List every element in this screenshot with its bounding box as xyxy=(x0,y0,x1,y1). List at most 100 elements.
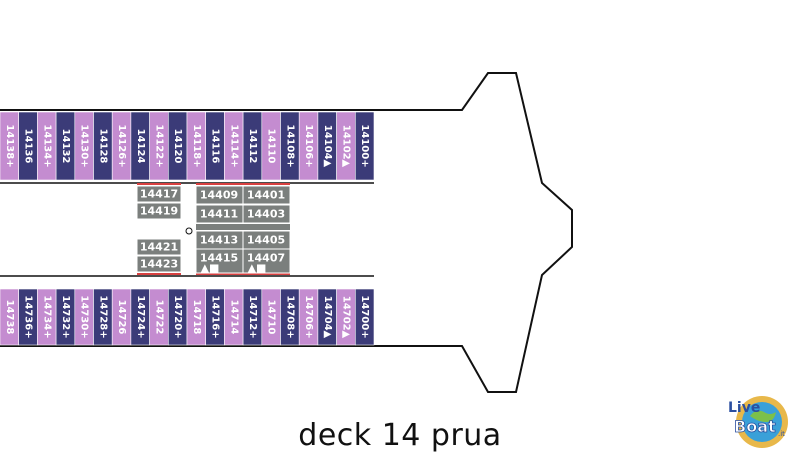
cabin-label: 14724+ xyxy=(135,295,146,338)
cabin-label: 14110 xyxy=(266,129,277,164)
cabin-label: 14411 xyxy=(200,208,238,221)
cabin-fill xyxy=(136,238,182,256)
cabin-14712[interactable]: 14712+ xyxy=(242,288,263,346)
cabin-label: 14403 xyxy=(247,208,285,221)
cabin-label: 14734+ xyxy=(41,295,52,338)
cabin-label: 14116 xyxy=(210,129,221,164)
cabin-label: 14712+ xyxy=(247,295,258,338)
column-fill xyxy=(196,224,243,230)
cabin-14710[interactable]: 14710 xyxy=(261,288,281,346)
cabin-label: 14419 xyxy=(140,205,178,218)
cabin-14718[interactable]: 14718 xyxy=(186,288,207,346)
cabin-14738[interactable]: 14738 xyxy=(0,288,20,346)
svg-text:Live: Live xyxy=(728,400,760,416)
cabin-14104[interactable]: 14104▲ xyxy=(317,111,337,181)
cabin-14413[interactable]: 14413 xyxy=(195,230,244,250)
corridor-gap xyxy=(137,220,181,238)
cabin-14124[interactable]: 14124 xyxy=(130,111,150,181)
cabin-14118[interactable]: 14118+ xyxy=(186,111,207,181)
cabin-14736[interactable]: 14736+ xyxy=(18,288,38,346)
cabin-14734[interactable]: 14734+ xyxy=(37,288,57,346)
cabin-14405[interactable]: 14405 xyxy=(242,230,291,250)
deck-caption: deck 14 prua xyxy=(298,418,502,453)
cabin-label: 14722 xyxy=(153,300,164,335)
cabin-label: 14126+ xyxy=(116,124,127,167)
cabin-14112[interactable]: 14112 xyxy=(242,111,263,181)
cabin-14714[interactable]: 14714 xyxy=(224,288,244,346)
cabin-14417[interactable]: 14417 xyxy=(136,185,182,203)
cabin-14706[interactable]: 14706+ xyxy=(298,288,319,346)
cabin-14128[interactable]: 14128 xyxy=(93,111,113,181)
cabin-14415[interactable]: 14415▲■ xyxy=(195,248,244,275)
liveboat-logo[interactable]: Live Boat .it xyxy=(722,382,794,454)
cabin-label: 14122+ xyxy=(153,124,164,167)
cabin-14108[interactable]: 14108+ xyxy=(280,111,300,181)
inner-cabin-block: 14417 14419 14421 14423 14409 14411 1441314415… xyxy=(136,183,291,275)
cabin-label: 14423 xyxy=(140,258,178,271)
cabin-14403[interactable]: 14403 xyxy=(242,204,291,224)
cabin-label: 14417 xyxy=(140,188,178,201)
cabin-label: 14102▲ xyxy=(340,125,351,168)
cabin-fill xyxy=(242,185,291,205)
cabin-fill xyxy=(354,111,375,181)
cabin-14423[interactable]: 14423 xyxy=(136,255,182,273)
cabin-14722[interactable]: 14722 xyxy=(149,288,169,346)
cabin-label: 14421 xyxy=(140,241,178,254)
cabin-label: 14720+ xyxy=(172,295,183,338)
hull-outline xyxy=(0,72,573,393)
accessible-icon: ▲■ xyxy=(201,262,220,275)
cabin-14132[interactable]: 14132 xyxy=(55,111,76,181)
svg-text:.it: .it xyxy=(778,430,785,438)
cabin-14409[interactable]: 14409 xyxy=(195,185,244,205)
cabin-14110[interactable]: 14110 xyxy=(261,111,281,181)
svg-text:Boat: Boat xyxy=(734,417,776,436)
cabin-label: 14407 xyxy=(247,252,285,265)
cabin-14702[interactable]: 14702▲ xyxy=(336,288,356,346)
cabin-14724[interactable]: 14724+ xyxy=(130,288,150,346)
cabin-14732[interactable]: 14732+ xyxy=(55,288,76,346)
cabin-14720[interactable]: 14720+ xyxy=(168,288,188,346)
cabin-label: 14138+ xyxy=(4,124,15,167)
cabin-label: 14726 xyxy=(116,300,127,335)
cabin-14136[interactable]: 14136 xyxy=(18,111,38,181)
cabin-14726[interactable]: 14726 xyxy=(111,288,132,346)
cabin-14716[interactable]: 14716+ xyxy=(205,288,225,346)
cabin-14126[interactable]: 14126+ xyxy=(111,111,132,181)
cabin-14401[interactable]: 14401 xyxy=(242,185,291,205)
cabin-label: 14120 xyxy=(172,129,183,164)
cabin-14421[interactable]: 14421 xyxy=(136,238,182,256)
cabin-14130[interactable]: 14130+ xyxy=(74,111,94,181)
cabin-14114[interactable]: 14114+ xyxy=(224,111,244,181)
cabin-label: 14112 xyxy=(247,129,258,164)
stairwell-marker xyxy=(185,227,193,235)
cabin-fill xyxy=(242,204,291,224)
cabin-14730[interactable]: 14730+ xyxy=(74,288,94,346)
cabin-14102[interactable]: 14102▲ xyxy=(336,111,356,181)
cabin-14407[interactable]: 14407▲■ xyxy=(242,248,291,275)
cabin-14708[interactable]: 14708+ xyxy=(280,288,300,346)
cabin-14704[interactable]: 14704▲ xyxy=(317,288,337,346)
cabin-14106[interactable]: 14106+ xyxy=(298,111,319,181)
cabin-label: 14700+ xyxy=(359,295,370,338)
cabin-14116[interactable]: 14116 xyxy=(205,111,225,181)
cabin-label: 14732+ xyxy=(60,295,71,338)
cabin-14728[interactable]: 14728+ xyxy=(93,288,113,346)
cabin-label: 14106+ xyxy=(303,124,314,167)
cabin-14700[interactable]: 14700+ xyxy=(354,288,375,346)
cabin-label: 14714 xyxy=(228,300,239,335)
cabin-14411[interactable]: 14411 xyxy=(195,204,244,224)
cabin-label: 14134+ xyxy=(41,124,52,167)
cabin-14122[interactable]: 14122+ xyxy=(149,111,169,181)
cabin-14134[interactable]: 14134+ xyxy=(37,111,57,181)
cabin-fill xyxy=(195,248,244,274)
cabin-14138[interactable]: 14138+ xyxy=(0,111,20,181)
cabin-label: 14716+ xyxy=(210,295,221,338)
cabin-label: 14405 xyxy=(247,234,285,247)
cabin-14100[interactable]: 14100+ xyxy=(354,111,375,181)
cabin-label: 14736+ xyxy=(23,295,34,338)
cabin-label: 14124 xyxy=(135,129,146,164)
cabin-14419[interactable]: 14419 xyxy=(136,202,182,220)
cabin-14120[interactable]: 14120 xyxy=(168,111,188,181)
